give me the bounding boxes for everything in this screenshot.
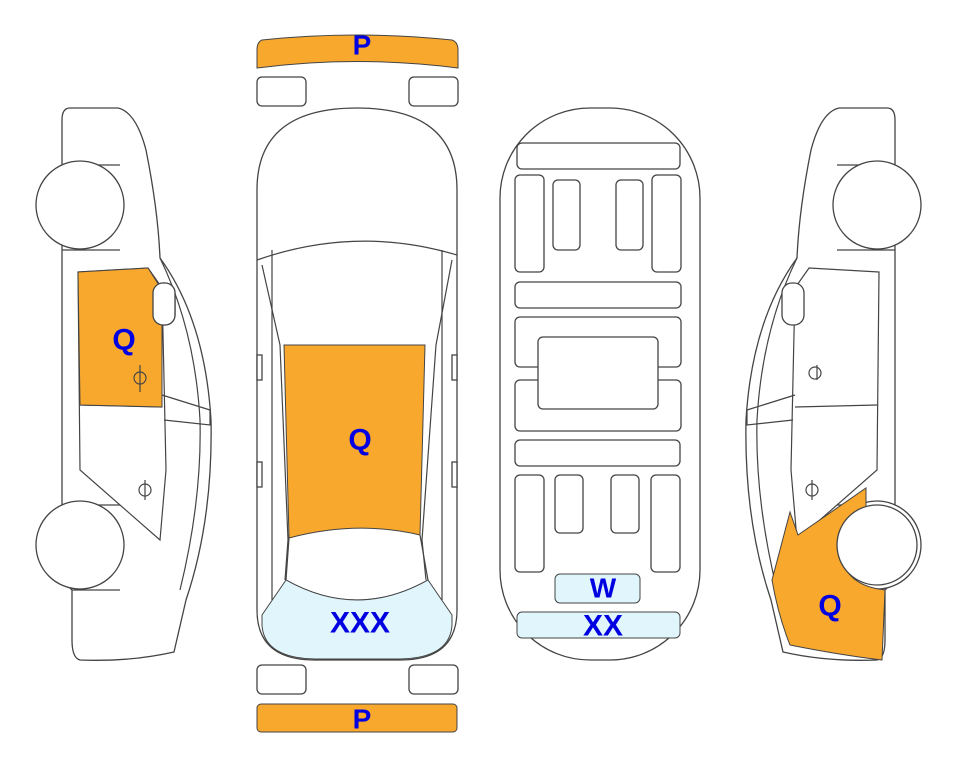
rear-bumper-label: P bbox=[353, 704, 372, 735]
underbody-w-label: W bbox=[590, 573, 617, 604]
rear-window-label: XXX bbox=[330, 607, 390, 640]
headlight-left bbox=[256, 76, 307, 107]
taillight-right bbox=[408, 664, 459, 695]
right-side-view: Q bbox=[745, 107, 922, 661]
underbody-view: W XX bbox=[499, 107, 701, 661]
top-view: P Q XXX P bbox=[256, 30, 459, 735]
rear-bumper-damage[interactable] bbox=[256, 703, 458, 733]
roof-damage[interactable] bbox=[283, 344, 426, 539]
left-side-view: Q bbox=[35, 107, 212, 661]
underbody-w-damage[interactable] bbox=[554, 573, 641, 604]
right-rear-quarter-label: Q bbox=[818, 590, 841, 623]
left-rear-door-label: Q bbox=[112, 324, 135, 357]
front-bumper-label: P bbox=[353, 30, 372, 61]
front-bumper-damage[interactable] bbox=[256, 34, 459, 69]
roof-label: Q bbox=[348, 424, 371, 457]
headlight-right bbox=[408, 76, 459, 107]
taillight-left bbox=[256, 664, 307, 695]
underbody-xx-label: XX bbox=[583, 610, 623, 643]
underbody-xx-damage[interactable] bbox=[516, 611, 681, 639]
rear-window-damage[interactable] bbox=[261, 579, 453, 660]
